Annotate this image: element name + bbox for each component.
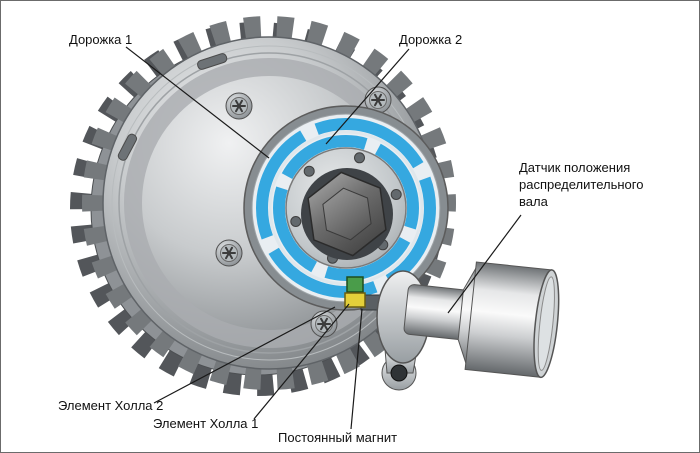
hub-assembly <box>243 105 449 311</box>
label-sensor-line2: распределительного <box>519 177 644 192</box>
leader-magnet <box>350 308 363 430</box>
label-sensor-line3: вала <box>519 194 548 209</box>
label-sensor-line1: Датчик положения <box>519 160 631 175</box>
torx-screw-icon <box>364 86 392 114</box>
leader-track2 <box>325 48 410 145</box>
permanent-magnet-block <box>344 292 366 308</box>
torx-screw-icon <box>225 92 253 120</box>
sensor-track-1 <box>256 118 436 298</box>
sensor-track-2 <box>273 135 419 281</box>
label-hall-element-2: Элемент Холла 2 <box>58 398 164 413</box>
flange-bolt-hole <box>390 364 408 382</box>
track-separator <box>268 130 424 286</box>
label-sensor: Датчик положения распределительного вала <box>519 159 643 210</box>
label-hall-element-1: Элемент Холла 1 <box>153 416 259 431</box>
sensor-end-cap-inner <box>537 276 555 371</box>
hub-hole <box>390 189 402 200</box>
leader-hall2 <box>153 306 336 404</box>
hub-hole <box>354 152 365 164</box>
hex-bolt-chamfer <box>322 187 372 241</box>
label-track-2: Дорожка 2 <box>399 32 463 47</box>
face-slot-top <box>197 53 228 70</box>
face-slot-left <box>117 133 138 161</box>
hub-hole <box>290 216 302 227</box>
label-permanent-magnet: Постоянный магнит <box>278 430 398 445</box>
leader-sensor <box>447 214 522 314</box>
leader-lines <box>125 46 522 430</box>
torx-screw-icon <box>215 239 243 267</box>
hub-hole <box>303 165 315 177</box>
label-track-1: Дорожка 1 <box>69 32 133 47</box>
sensor-body <box>403 261 560 379</box>
leader-hall1 <box>253 303 350 420</box>
leader-track1 <box>125 46 270 159</box>
hall-element-block <box>346 276 364 293</box>
camshaft-position-sensor <box>376 261 560 391</box>
